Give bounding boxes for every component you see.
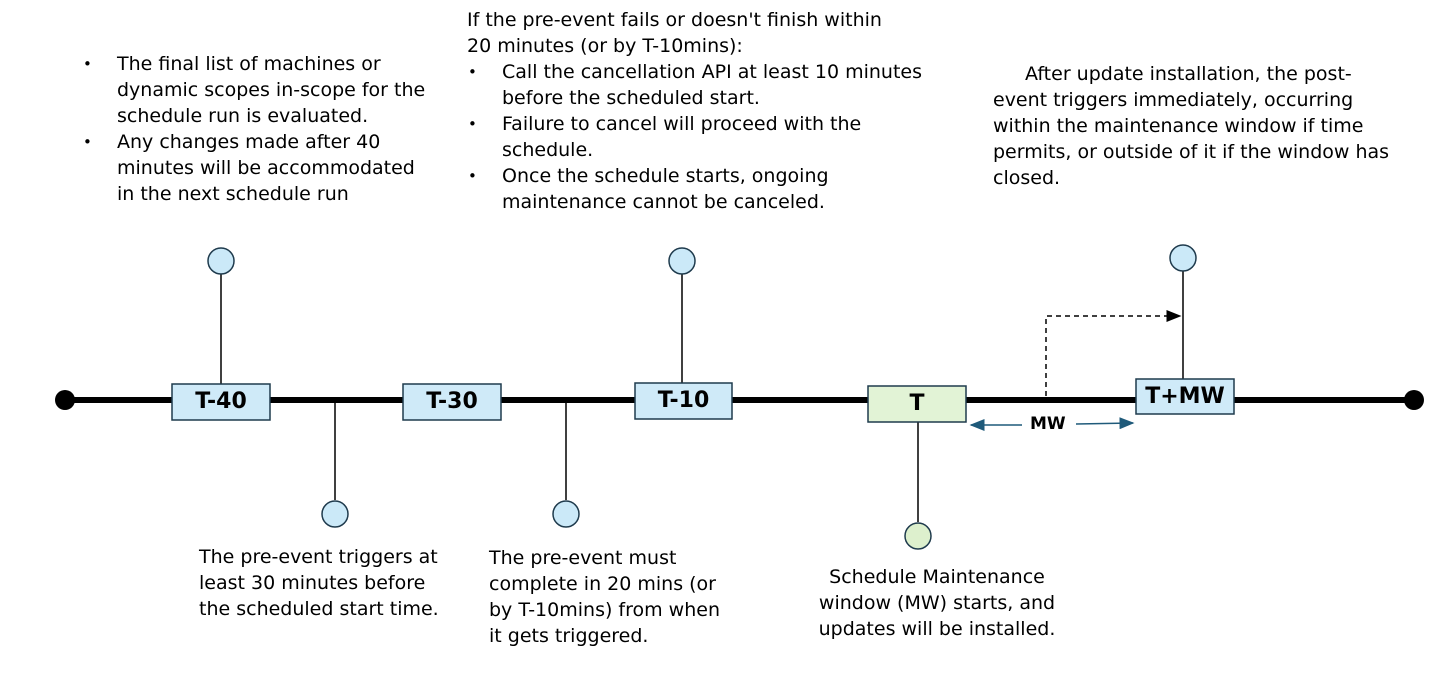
note-t-start: Schedule Maintenance window (MW) starts,…	[818, 566, 1056, 640]
note-t-10: If the pre-event fails or doesn't finish…	[467, 7, 927, 215]
note-post-event: After update installation, the post-even…	[993, 63, 1390, 189]
mw-label: MW	[1030, 414, 1066, 434]
circle-pre-event-complete	[552, 500, 580, 528]
circle-t-40	[207, 247, 235, 275]
label-t-plus-mw: T+MW	[1145, 384, 1225, 409]
note-pre-event-trigger: The pre-event triggers at least 30 minut…	[199, 546, 439, 620]
note-t-40-bullet: Any changes made after 40 minutes will b…	[82, 129, 432, 207]
label-t-30: T-30	[426, 389, 478, 414]
note-t-40-bullet: The final list of machines or dynamic sc…	[82, 51, 432, 129]
label-t-40: T-40	[195, 389, 247, 414]
note-t-10-intro: If the pre-event fails or doesn't finish…	[467, 9, 882, 57]
box-t-30	[402, 383, 502, 421]
note-t-40: The final list of machines or dynamic sc…	[82, 51, 432, 207]
box-t-10	[634, 382, 733, 420]
circle-t-plus-mw	[1169, 244, 1197, 272]
timeline-start-dot	[55, 390, 75, 410]
box-t-40	[171, 383, 271, 421]
note-pre-event-complete: The pre-event must complete in 20 mins (…	[489, 547, 720, 647]
note-t-10-bullet: Failure to cancel will proceed with the …	[467, 111, 872, 163]
label-t: T	[909, 391, 925, 416]
mw-arrow-right	[1075, 417, 1135, 430]
box-t	[867, 385, 967, 423]
label-t-10: T-10	[657, 388, 710, 413]
circle-pre-event-trigger	[321, 500, 349, 528]
circle-t-10	[668, 247, 696, 275]
circle-t	[904, 522, 932, 550]
note-t-10-bullet: Once the schedule starts, ongoing mainte…	[467, 163, 862, 215]
note-t-10-bullet: Call the cancellation API at least 10 mi…	[467, 59, 927, 111]
timeline-end-dot	[1404, 390, 1424, 410]
box-t-plus-mw	[1135, 378, 1235, 415]
